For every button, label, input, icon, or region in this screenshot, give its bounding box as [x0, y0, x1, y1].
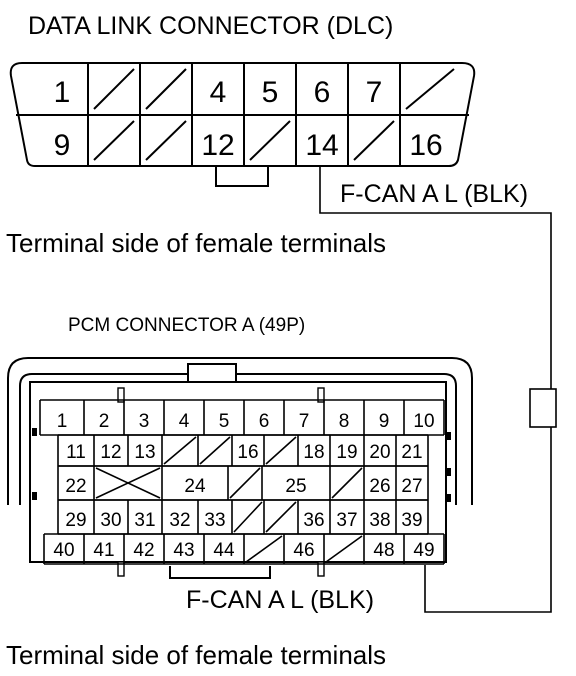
pcm-pin-9: 9 — [379, 411, 390, 432]
pcm-pin-18: 18 — [303, 442, 324, 463]
pcm-blank-slash — [233, 501, 263, 533]
dlc-blank-slash — [249, 120, 291, 161]
pcm-pin-26: 26 — [369, 476, 390, 497]
pcm-inner-shell — [19, 373, 457, 505]
pcm-key-mark — [446, 468, 451, 476]
pcm-bottom-latch — [169, 566, 271, 579]
dlc-blank-slash — [93, 120, 135, 161]
pcm-title: PCM CONNECTOR A (49P) — [68, 315, 305, 336]
dlc-blank-slash — [145, 68, 187, 110]
dlc-side-label: Terminal side of female terminals — [6, 228, 386, 258]
pcm-guide-post — [117, 561, 125, 577]
pcm-pin-20: 20 — [369, 442, 390, 463]
pcm-blank-slash — [163, 436, 197, 465]
dlc-column-dividers — [87, 63, 401, 166]
pcm-guide-post — [117, 387, 125, 403]
pcm-pin-44: 44 — [213, 540, 235, 561]
pcm-key-mark — [32, 492, 37, 500]
dlc-pin-9: 9 — [54, 129, 71, 162]
pcm-blank-slash — [265, 436, 297, 465]
pcm-pin-10: 10 — [413, 411, 434, 432]
dlc-pin-4: 4 — [210, 76, 227, 109]
dlc-pin-16: 16 — [409, 129, 442, 162]
dlc-blank-slash — [353, 120, 395, 161]
dlc-latch — [215, 166, 269, 187]
dlc-blank-slash — [405, 68, 455, 110]
pcm-lock-tab — [187, 363, 237, 383]
pcm-blank-slash — [331, 467, 363, 499]
pcm-pin-16: 16 — [237, 442, 258, 463]
pcm-pin-41: 41 — [93, 540, 114, 561]
dlc-pin-12: 12 — [201, 129, 234, 162]
pcm-pin-1: 1 — [57, 411, 68, 432]
dlc-pin-6: 6 — [314, 76, 331, 109]
pcm-pin-27: 27 — [401, 476, 422, 497]
dlc-outline — [9, 62, 476, 167]
pcm-pin-49: 49 — [413, 540, 434, 561]
pcm-guide-post — [317, 561, 325, 577]
pcm-pin-37: 37 — [336, 510, 357, 531]
pcm-key-mark — [446, 494, 451, 502]
pcm-blank-slash — [229, 467, 261, 499]
pcm-pin-8: 8 — [339, 411, 350, 432]
pcm-pin-33: 33 — [204, 510, 225, 531]
dlc-blank-cells — [93, 68, 455, 161]
pcm-blank-slash — [265, 501, 297, 533]
pcm-key-mark — [446, 432, 451, 440]
dlc-blank-slash — [145, 120, 187, 161]
pcm-blank-slash — [325, 535, 363, 563]
dlc-pin-1: 1 — [54, 76, 71, 109]
pcm-pin-39: 39 — [401, 510, 422, 531]
pcm-pin-38: 38 — [369, 510, 390, 531]
pcm-pin-22: 22 — [65, 476, 86, 497]
dlc-wire-label: F-CAN A L (BLK) — [340, 180, 528, 208]
pcm-key-mark — [32, 428, 37, 436]
pcm-pin-24: 24 — [184, 476, 206, 497]
pcm-pin-12: 12 — [100, 442, 121, 463]
dlc-blank-slash — [93, 68, 135, 110]
wire-connector-symbol — [529, 388, 557, 428]
pcm-pin-25: 25 — [285, 476, 306, 497]
pcm-outer-shell — [7, 357, 473, 505]
pcm-pin-3: 3 — [139, 411, 150, 432]
pcm-guide-post — [317, 387, 325, 403]
pcm-pin-31: 31 — [134, 510, 155, 531]
pcm-terminal-body — [29, 381, 447, 563]
pcm-pin-46: 46 — [293, 540, 314, 561]
dlc-pin-5: 5 — [262, 76, 279, 109]
pcm-blank-slash — [199, 436, 231, 465]
pcm-pin-43: 43 — [173, 540, 194, 561]
pcm-pin-4: 4 — [179, 411, 190, 432]
pcm-pin-2: 2 — [99, 411, 110, 432]
pcm-pin-29: 29 — [65, 510, 86, 531]
pcm-pin-48: 48 — [373, 540, 394, 561]
pcm-pin-32: 32 — [169, 510, 190, 531]
pcm-wire-label: F-CAN A L (BLK) — [186, 586, 374, 614]
pcm-pin-11: 11 — [66, 442, 86, 463]
pcm-pin-21: 21 — [401, 442, 422, 463]
pcm-side-label: Terminal side of female terminals — [6, 640, 386, 670]
pcm-pin-13: 13 — [134, 442, 155, 463]
dlc-pin-7: 7 — [366, 76, 383, 109]
pcm-pin-7: 7 — [299, 411, 310, 432]
pcm-pin-6: 6 — [259, 411, 270, 432]
pcm-blank-cross — [95, 467, 161, 499]
pcm-pin-19: 19 — [336, 442, 357, 463]
pcm-pin-42: 42 — [133, 540, 154, 561]
pcm-pin-36: 36 — [303, 510, 324, 531]
pcm-pin-30: 30 — [100, 510, 121, 531]
pcm-blank-slash — [245, 535, 283, 563]
pcm-pin-5: 5 — [219, 411, 230, 432]
pcm-pin-40: 40 — [53, 540, 74, 561]
dlc-title: DATA LINK CONNECTOR (DLC) — [28, 12, 393, 40]
dlc-pin-14: 14 — [305, 129, 338, 162]
